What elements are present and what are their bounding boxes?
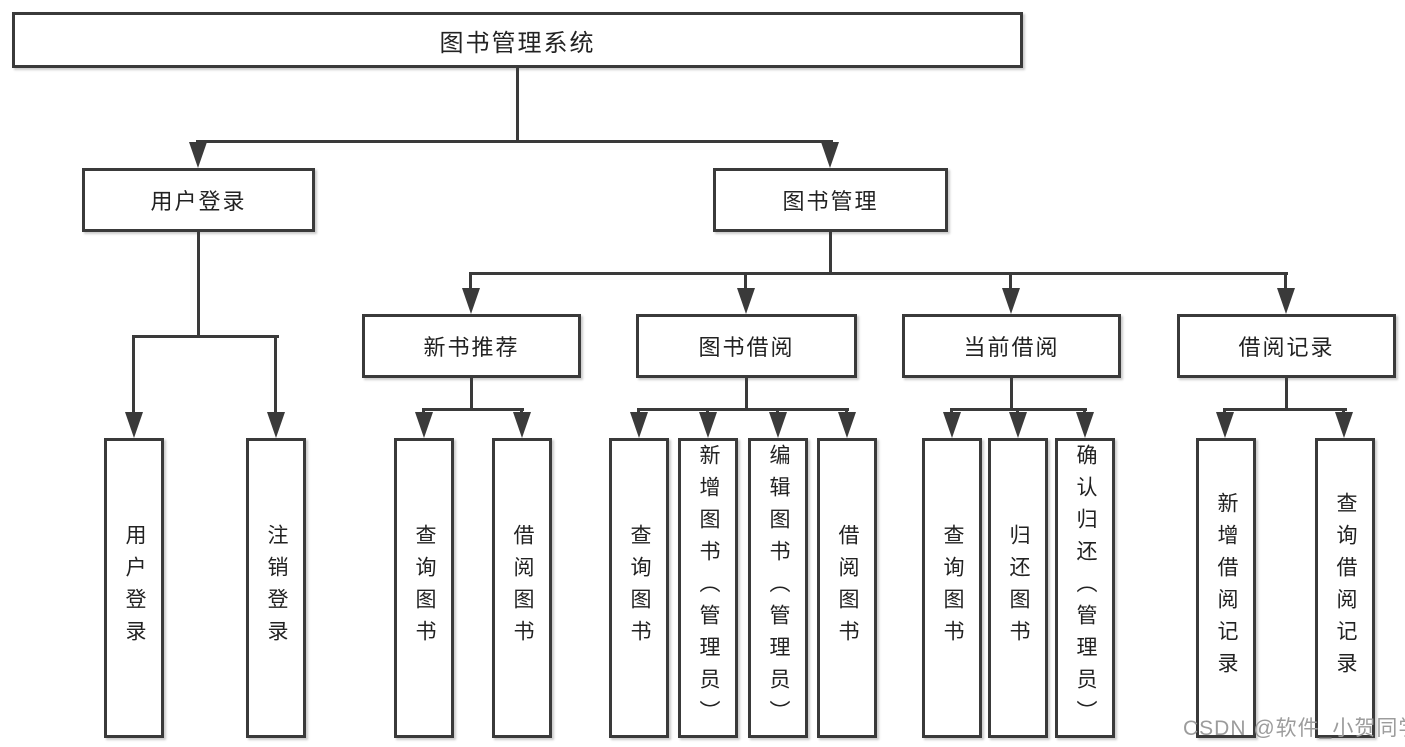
arrow-down-icon (1335, 412, 1353, 438)
connector-line (516, 68, 519, 140)
arrow-down-icon (838, 412, 856, 438)
connector-line (1284, 272, 1287, 292)
node-leaf-return-books: 归还图书 (988, 438, 1048, 738)
arrow-down-icon (943, 412, 961, 438)
arrow-down-icon (189, 142, 207, 168)
connector-line (422, 408, 524, 411)
arrow-down-icon (630, 412, 648, 438)
arrow-down-icon (769, 412, 787, 438)
watermark: CSDN @软件_小贺同学 (1183, 717, 1405, 740)
arrow-down-icon (125, 412, 143, 438)
arrow-down-icon (1076, 412, 1094, 438)
arrow-down-icon (513, 412, 531, 438)
node-book-management: 图书管理 (713, 168, 948, 232)
connector-line (470, 272, 1288, 275)
arrow-down-icon (737, 288, 755, 314)
node-leaf-query-books-recommend: 查询图书 (394, 438, 454, 738)
node-current-borrowing: 当前借阅 (902, 314, 1121, 378)
node-leaf-edit-books-admin: 编辑图书（管理员） (748, 438, 808, 738)
arrow-down-icon (267, 412, 285, 438)
connector-line (1285, 378, 1288, 411)
connector-line (1009, 272, 1012, 292)
node-leaf-query-books-current: 查询图书 (922, 438, 982, 738)
node-borrowing-records: 借阅记录 (1177, 314, 1396, 378)
arrow-down-icon (1009, 412, 1027, 438)
connector-line (1224, 408, 1347, 411)
node-leaf-query-books-borrow: 查询图书 (609, 438, 669, 738)
connector-line (132, 335, 135, 416)
arrow-down-icon (1002, 288, 1020, 314)
node-leaf-user-login: 用户登录 (104, 438, 164, 738)
node-book-borrowing: 图书借阅 (636, 314, 857, 378)
arrow-down-icon (1216, 412, 1234, 438)
arrow-down-icon (821, 142, 839, 168)
connector-line (274, 335, 277, 416)
connector-line (470, 378, 473, 411)
node-library-management-system: 图书管理系统 (12, 12, 1023, 68)
node-leaf-query-borrow-record: 查询借阅记录 (1315, 438, 1375, 738)
connector-line (637, 408, 849, 411)
connector-line (197, 232, 200, 338)
connector-line (744, 272, 747, 292)
node-leaf-borrow-books: 借阅图书 (817, 438, 877, 738)
connector-line (745, 378, 748, 411)
connector-line (132, 335, 279, 338)
arrow-down-icon (415, 412, 433, 438)
node-user-login: 用户登录 (82, 168, 315, 232)
arrow-down-icon (699, 412, 717, 438)
node-leaf-add-books-admin: 新增图书（管理员） (678, 438, 738, 738)
node-leaf-logout: 注销登录 (246, 438, 306, 738)
arrow-down-icon (462, 288, 480, 314)
node-leaf-add-borrow-record: 新增借阅记录 (1196, 438, 1256, 738)
node-leaf-borrow-books-recommend: 借阅图书 (492, 438, 552, 738)
arrow-down-icon (1277, 288, 1295, 314)
connector-line (469, 272, 472, 292)
connector-line (829, 232, 832, 275)
node-leaf-confirm-return-admin: 确认归还（管理员） (1055, 438, 1115, 738)
connector-line (1010, 378, 1013, 411)
connector-line (197, 140, 833, 143)
node-new-book-recommendation: 新书推荐 (362, 314, 581, 378)
